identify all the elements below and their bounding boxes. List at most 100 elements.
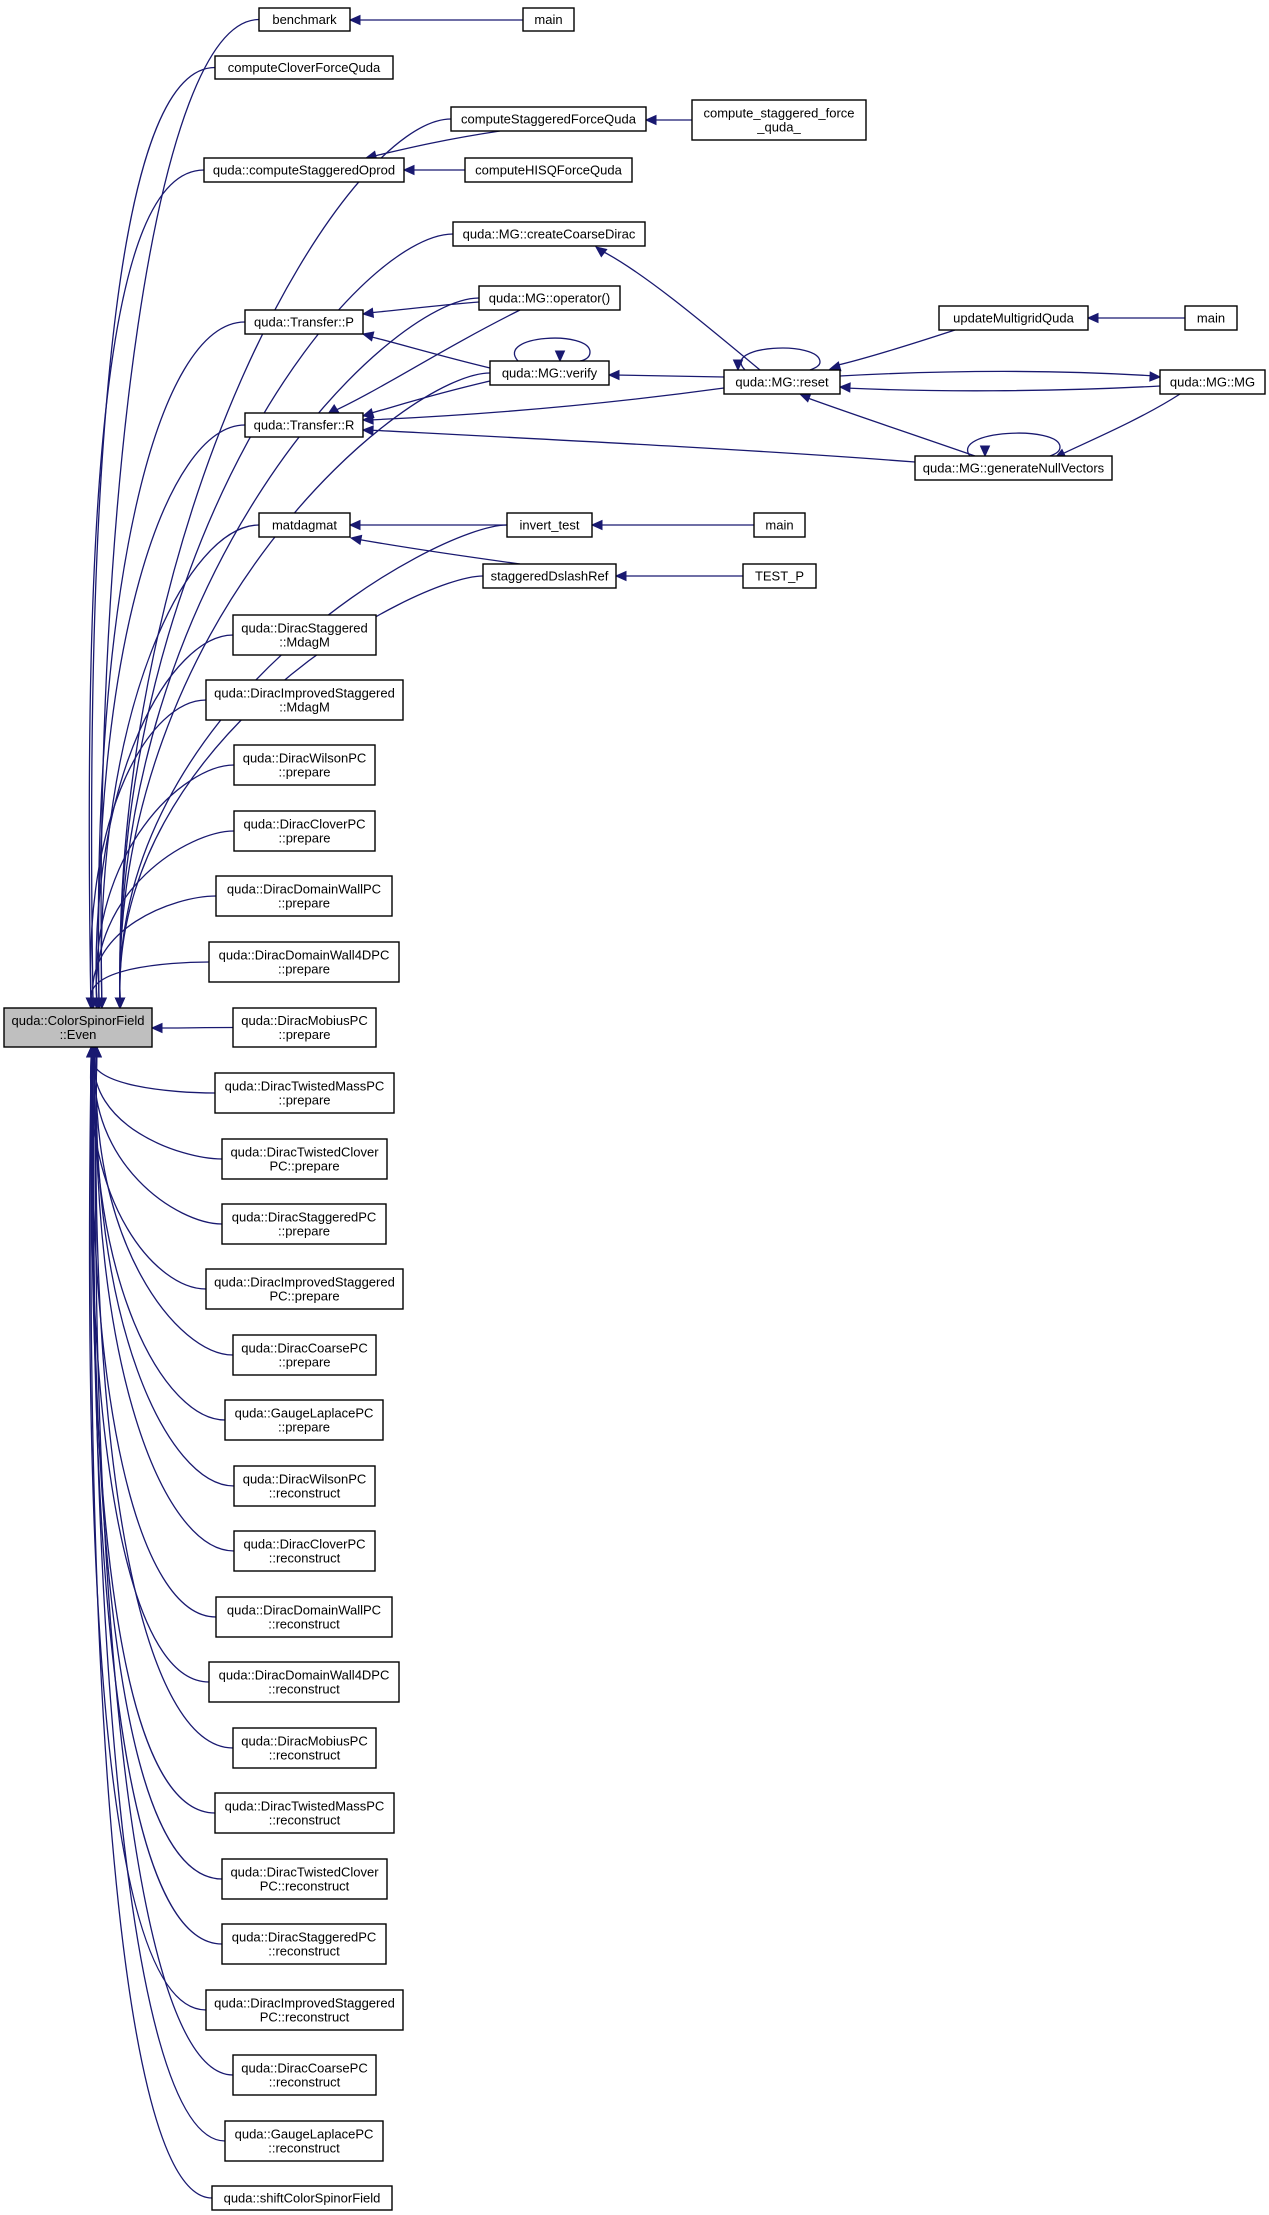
node-n24[interactable]: quda::GaugeLaplacePC::reconstruct (224, 2120, 384, 2162)
node-label: quda::MG::operator() (489, 291, 610, 306)
edge-staggeredDslashRef-to-matdagmat (349, 534, 521, 565)
node-updateMultigridQuda[interactable]: updateMultigridQuda (938, 305, 1089, 331)
node-createCoarseDirac[interactable]: quda::MG::createCoarseDirac (452, 221, 646, 247)
node-label: staggeredDslashRef (491, 569, 609, 584)
edge-computeStaggeredForceQuda-to-computeStaggeredOprod (364, 130, 501, 161)
node-mgVerify[interactable]: quda::MG::verify (489, 360, 610, 386)
node-main1[interactable]: main (522, 7, 575, 32)
node-n22[interactable]: quda::DiracImprovedStaggeredPC::reconstr… (205, 1989, 404, 2031)
node-label: main (534, 12, 562, 27)
node-box (3, 1007, 153, 1048)
node-TEST_P[interactable]: TEST_P (742, 563, 817, 589)
node-n6[interactable]: quda::DiracDomainWall4DPC::prepare (208, 941, 400, 983)
node-box (211, 2185, 393, 2211)
node-n4[interactable]: quda::DiracCloverPC::prepare (233, 810, 376, 852)
node-box (221, 1138, 388, 1180)
edge-layer (85, 14, 1185, 2199)
node-n7[interactable]: quda::DiracMobiusPC::prepare (232, 1007, 377, 1048)
node-n8[interactable]: quda::DiracTwistedMassPC::prepare (214, 1072, 395, 1114)
node-n5[interactable]: quda::DiracDomainWallPC::prepare (215, 875, 393, 917)
node-compute_staggered_force_quda_[interactable]: compute_staggered_force_quda_ (691, 99, 867, 141)
node-label: quda::DiracImprovedStaggered (214, 686, 395, 701)
node-n3[interactable]: quda::DiracWilsonPC::prepare (233, 744, 376, 786)
edge-mgReset-to-mgReset (732, 347, 821, 372)
node-n16[interactable]: quda::DiracDomainWallPC::reconstruct (215, 1596, 393, 1638)
edge-mgVerify-to-transferR (361, 380, 491, 419)
node-box (221, 1203, 387, 1245)
node-box (753, 512, 806, 538)
node-n17[interactable]: quda::DiracDomainWall4DPC::reconstruct (208, 1661, 400, 1703)
node-label: ::reconstruct (269, 1813, 341, 1828)
node-label: ::reconstruct (268, 1944, 340, 1959)
node-n13[interactable]: quda::GaugeLaplacePC::prepare (224, 1399, 384, 1441)
node-n2[interactable]: quda::DiracImprovedStaggered::MdagM (205, 679, 404, 721)
node-mgOperator[interactable]: quda::MG::operator() (478, 285, 621, 311)
node-n1[interactable]: quda::DiracStaggered::MdagM (232, 614, 377, 656)
node-label: ::reconstruct (268, 1682, 340, 1697)
node-computeStaggeredOprod[interactable]: quda::computeStaggeredOprod (203, 157, 405, 183)
node-box (224, 2120, 384, 2162)
node-box (208, 941, 400, 983)
node-label: quda::DiracTwistedMassPC (225, 1799, 385, 1814)
edge-n13-to-root (89, 1045, 226, 1421)
node-transferR[interactable]: quda::Transfer::R (244, 412, 364, 438)
node-n10[interactable]: quda::DiracStaggeredPC::prepare (221, 1203, 387, 1245)
edge-n6-to-root (86, 961, 210, 1010)
node-box (452, 221, 646, 247)
node-box (233, 1465, 376, 1507)
node-generateNullVectors[interactable]: quda::MG::generateNullVectors (914, 455, 1113, 481)
node-label: ::MdagM (279, 635, 330, 650)
node-label: updateMultigridQuda (953, 311, 1074, 326)
node-label: matdagmat (272, 518, 337, 533)
edge-mgOperator-to-transferP (361, 301, 480, 318)
node-mgMG[interactable]: quda::MG::MG (1159, 369, 1266, 395)
node-mgReset[interactable]: quda::MG::reset (723, 369, 841, 395)
node-box (506, 512, 593, 538)
node-box (522, 7, 575, 32)
node-label: PC::reconstruct (260, 2010, 350, 2025)
node-label: quda::DiracWilsonPC (243, 751, 367, 766)
node-n25[interactable]: quda::shiftColorSpinorField (211, 2185, 393, 2211)
node-box (742, 563, 817, 589)
edge-mgReset-to-createCoarseDirac (595, 246, 761, 371)
node-transferP[interactable]: quda::Transfer::P (244, 309, 364, 335)
node-n12[interactable]: quda::DiracCoarsePC::prepare (232, 1334, 377, 1376)
node-label: ::reconstruct (268, 1617, 340, 1632)
edge-n5-to-root (87, 895, 217, 1010)
node-box (489, 360, 610, 386)
node-box (205, 679, 404, 721)
node-label: invert_test (520, 518, 580, 533)
node-n19[interactable]: quda::DiracTwistedMassPC::reconstruct (214, 1792, 395, 1834)
node-n15[interactable]: quda::DiracCloverPC::reconstruct (233, 1530, 376, 1572)
node-label: TEST_P (755, 569, 804, 584)
node-computeStaggeredForceQuda[interactable]: computeStaggeredForceQuda (450, 106, 647, 132)
node-staggeredDslashRef[interactable]: staggeredDslashRef (482, 563, 617, 589)
node-computeCloverForceQuda[interactable]: computeCloverForceQuda (214, 55, 394, 80)
node-benchmark[interactable]: benchmark (258, 7, 351, 32)
edge-n10-to-root (89, 1045, 223, 1225)
node-n23[interactable]: quda::DiracCoarsePC::reconstruct (232, 2054, 377, 2096)
node-box (205, 1989, 404, 2031)
node-label: quda::DiracCloverPC (243, 817, 365, 832)
node-n18[interactable]: quda::DiracMobiusPC::reconstruct (232, 1727, 377, 1769)
node-box (938, 305, 1089, 331)
node-box (232, 1334, 377, 1376)
node-label: quda::DiracStaggered (241, 621, 367, 636)
node-main3[interactable]: main (753, 512, 806, 538)
node-n21[interactable]: quda::DiracStaggeredPC::reconstruct (221, 1923, 387, 1965)
node-label: quda::DiracMobiusPC (241, 1734, 367, 1749)
node-label: quda::DiracTwistedClover (230, 1865, 379, 1880)
node-computeHISQForceQuda[interactable]: computeHISQForceQuda (464, 157, 633, 183)
node-main2[interactable]: main (1184, 305, 1238, 331)
node-n14[interactable]: quda::DiracWilsonPC::reconstruct (233, 1465, 376, 1507)
node-invert_test[interactable]: invert_test (506, 512, 593, 538)
edge-updateMultigridQuda-to-mgReset (828, 329, 956, 372)
node-label: computeCloverForceQuda (228, 60, 381, 75)
node-box (723, 369, 841, 395)
node-box (914, 455, 1113, 481)
node-label: ::prepare (278, 1224, 330, 1239)
node-matdagmat[interactable]: matdagmat (258, 512, 351, 538)
